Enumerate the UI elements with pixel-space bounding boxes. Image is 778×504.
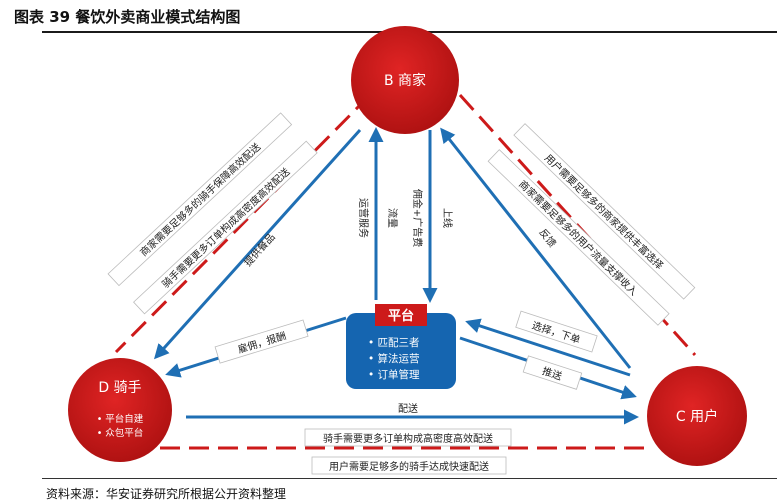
platform-item: • 算法运营	[368, 352, 420, 365]
svg-text:C 用户: C 用户	[676, 408, 718, 425]
svg-text:D 骑手: D 骑手	[98, 380, 141, 396]
footer-rule	[42, 478, 777, 479]
arrow-user-to-merchant	[440, 127, 632, 369]
platform-item: • 匹配三者	[368, 337, 420, 349]
svg-text:B 商家: B 商家	[384, 72, 426, 89]
node-platform: 平台 • 匹配三者 • 算法运营 • 订单管理	[346, 304, 456, 389]
label-rider-user-arrow: 配送	[398, 402, 418, 415]
arrow-user-to-platform	[465, 318, 631, 377]
dashed-edge-left	[114, 93, 372, 354]
label-mid-down-2: 上线	[441, 208, 454, 228]
svg-text:骑手需要更多订单构成高密度高效配送: 骑手需要更多订单构成高密度高效配送	[323, 432, 493, 445]
svg-text:佣金+广告费: 佣金+广告费	[411, 189, 424, 247]
source-note: 资料来源：华安证券研究所根据公开资料整理	[46, 487, 287, 501]
node-rider: D 骑手 • 平台自建 • 众包平台	[68, 358, 172, 462]
svg-text:运营服务: 运营服务	[357, 198, 370, 238]
platform-item: • 订单管理	[368, 368, 420, 381]
label-mid-down-1: 佣金+广告费	[411, 189, 424, 247]
svg-text:流量: 流量	[386, 208, 399, 228]
svg-text:上线: 上线	[441, 208, 454, 228]
label-user-to-platform: 选择，下单	[515, 310, 598, 353]
svg-text:平台: 平台	[388, 308, 414, 324]
page-title: 图表 39 餐饮外卖商业模式结构图	[14, 8, 241, 26]
bottom-label-box-2: 用户需要足够多的骑手达成快速配送	[311, 456, 507, 475]
label-right-arrow: 反馈	[536, 226, 559, 250]
label-rider-platform: 雇佣，报酬	[214, 319, 309, 364]
label-left-arrow: 提供餐品	[241, 230, 277, 268]
rider-item: • 众包平台	[97, 427, 144, 439]
rider-item: • 平台自建	[97, 413, 144, 425]
label-mid-up-1: 运营服务	[357, 198, 370, 238]
arrow-merchant-to-rider	[153, 128, 362, 360]
label-platform-to-user: 推送	[522, 355, 583, 390]
svg-text:用户需要足够多的骑手达成快速配送: 用户需要足够多的骑手达成快速配送	[329, 460, 489, 473]
bottom-label-box-1: 骑手需要更多订单构成高密度高效配送	[304, 428, 512, 447]
node-merchant: B 商家	[351, 26, 459, 134]
node-user: C 用户	[647, 366, 747, 466]
label-mid-up-2: 流量	[386, 208, 399, 228]
